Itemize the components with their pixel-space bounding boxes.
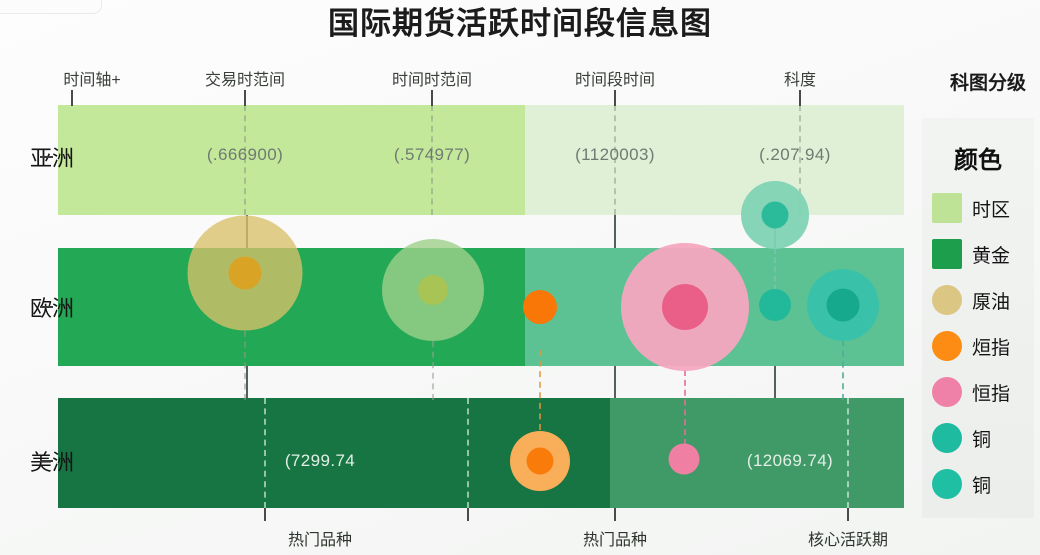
dashed-guide xyxy=(799,105,801,215)
dashed-guide xyxy=(264,398,266,508)
bottom-label-2: 核心活跃期 xyxy=(807,532,889,549)
legend-label: 黄金 xyxy=(972,245,1011,267)
row-label-dash xyxy=(40,460,53,462)
row-label-欧洲: 欧洲 xyxy=(30,296,75,321)
legend-item-黄金[interactable]: 黄金 xyxy=(932,234,1028,274)
bubble-core-gold-asia-europe[interactable] xyxy=(228,256,262,290)
page-title: 国际期货活跃时间段信息图 xyxy=(328,6,712,41)
band-亚洲 xyxy=(58,105,904,215)
dashed-guide xyxy=(467,398,469,508)
tick-mark-top xyxy=(431,90,433,106)
column-header-3: 时间段时间 xyxy=(574,72,656,89)
column-header-1: 交易时范间 xyxy=(204,72,286,89)
dashed-guide xyxy=(847,398,849,508)
band-value: (.207.94) xyxy=(759,145,831,164)
band-value: (7299.74 xyxy=(284,451,356,470)
band-connector xyxy=(774,366,776,398)
tick-mark-top xyxy=(71,90,73,106)
legend-label: 时区 xyxy=(972,199,1011,221)
bubble-core-pink-america[interactable] xyxy=(668,443,700,475)
bubble-stem xyxy=(842,340,844,400)
legend-label: 铜 xyxy=(972,475,992,497)
column-header-4: 科度 xyxy=(783,72,817,89)
legend-item-铜[interactable]: 铜 xyxy=(932,418,1028,458)
row-label-dash xyxy=(40,306,53,308)
legend-title: 科图分级 xyxy=(949,73,1027,94)
bubble-core-teal-asia[interactable] xyxy=(761,201,789,229)
bubble-stem xyxy=(684,370,686,445)
band-connector xyxy=(246,366,248,398)
band-connector xyxy=(614,215,616,248)
legend-label: 铜 xyxy=(972,429,992,451)
legend-swatch-icon xyxy=(932,331,962,361)
tick-mark-bottom xyxy=(264,508,266,521)
tick-mark-top xyxy=(244,90,246,106)
row-label-dash xyxy=(40,156,53,158)
band-value: (12069.74) xyxy=(746,451,834,470)
bubble-core-orange-europe[interactable] xyxy=(523,290,557,324)
legend-item-时区[interactable]: 时区 xyxy=(932,188,1028,228)
column-header-2: 时间时范间 xyxy=(391,72,473,89)
legend-swatch-icon xyxy=(932,285,962,315)
tick-mark-bottom xyxy=(847,508,849,521)
dashed-guide xyxy=(244,105,246,215)
bubble-core-olive-europe[interactable] xyxy=(418,275,448,305)
row-label-美洲: 美洲 xyxy=(30,450,75,475)
bubble-stem xyxy=(539,350,541,430)
legend-label: 烜指 xyxy=(972,337,1011,359)
legend-item-铜[interactable]: 铜 xyxy=(932,464,1028,504)
legend-swatch-icon xyxy=(932,469,962,499)
legend-label: 厡油 xyxy=(972,291,1011,313)
bottom-label-1: 热门品种 xyxy=(582,532,648,549)
legend-item-厡油[interactable]: 厡油 xyxy=(932,280,1028,320)
bubble-core-pink-europe[interactable] xyxy=(662,284,708,330)
bubble-stem xyxy=(774,248,776,300)
window-chrome-artifact xyxy=(0,0,102,14)
legend-heading: 颜色 xyxy=(954,147,1002,174)
band-value: (1120003) xyxy=(575,145,655,164)
tick-mark-bottom xyxy=(467,508,469,521)
band-value: (.574977) xyxy=(393,145,471,164)
bubble-core-teal-large-europe[interactable] xyxy=(826,288,860,322)
tick-mark-top xyxy=(799,90,801,106)
legend-item-烜指[interactable]: 烜指 xyxy=(932,326,1028,366)
legend-swatch-icon xyxy=(932,423,962,453)
legend-panel: 颜色 时区黄金厡油烜指恒指铜铜 xyxy=(922,118,1034,518)
band-segment xyxy=(525,105,904,215)
dashed-guide xyxy=(431,105,433,215)
bubble-stem xyxy=(432,341,434,400)
legend-swatch-icon xyxy=(932,193,962,223)
band-connector xyxy=(614,366,616,398)
bubble-core-teal-small-europe[interactable] xyxy=(759,289,791,321)
band-segment xyxy=(58,105,525,215)
tick-mark-bottom xyxy=(614,508,616,521)
legend-swatch-icon xyxy=(932,377,962,407)
dashed-guide xyxy=(614,105,616,215)
legend-item-恒指[interactable]: 恒指 xyxy=(932,372,1028,412)
bubble-stem xyxy=(244,331,246,400)
bottom-label-0: 热门品种 xyxy=(287,532,353,549)
bubble-core-orange-america[interactable] xyxy=(526,447,554,475)
tick-mark-top xyxy=(614,90,616,106)
band-segment xyxy=(610,398,904,508)
column-header-0: 时间轴+ xyxy=(63,72,121,89)
legend-label: 恒指 xyxy=(972,383,1011,405)
legend-swatch-icon xyxy=(932,239,962,269)
row-label-亚洲: 亚洲 xyxy=(30,146,75,171)
band-value: (.666900) xyxy=(206,145,284,164)
